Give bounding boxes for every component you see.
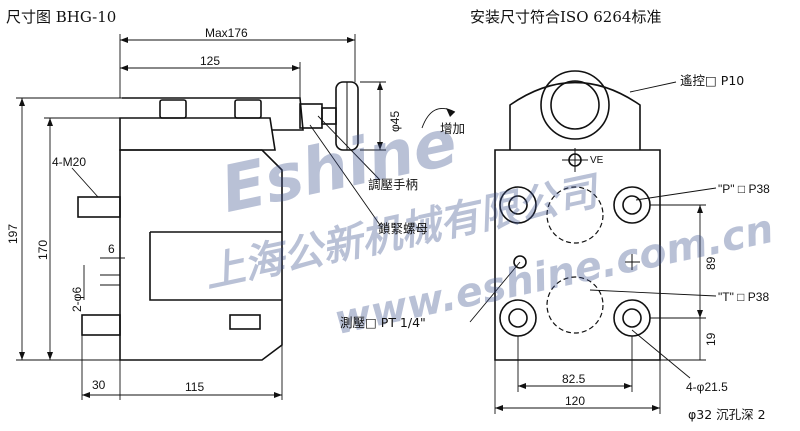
bolt-hole-tl — [499, 186, 537, 224]
label-lock-nut: 鎖緊螺母 — [378, 221, 429, 236]
bolt-hole-tr — [613, 186, 651, 224]
remote-port — [540, 70, 610, 140]
dim-width-82-5: 82.5 — [562, 372, 586, 386]
dim-max-length: Max176 — [205, 26, 248, 40]
dim-height-170: 170 — [36, 239, 50, 260]
dim-knob-dia: φ45 — [388, 110, 402, 132]
title-left: 尺寸图 BHG-10 — [6, 8, 117, 26]
dim-counterbore: φ32 沉孔深 2 — [688, 407, 766, 422]
label-ve: VE — [590, 155, 604, 166]
label-increase: 增加 — [440, 121, 466, 136]
dim-body-length: 125 — [200, 54, 221, 68]
label-handle: 調壓手柄 — [368, 177, 419, 192]
valve-bonnet — [119, 117, 276, 151]
dim-bottom-115: 115 — [185, 380, 205, 394]
mounting-bolt-bottom — [81, 314, 121, 336]
port-t — [546, 276, 604, 334]
dim-width-120: 120 — [565, 394, 586, 408]
port-p — [546, 186, 604, 244]
dim-pin-offset: 6 — [108, 242, 115, 256]
title-right: 安装尺寸符合ISO 6264标准 — [470, 8, 662, 26]
label-gauge: 測壓□ PT 1/4" — [340, 315, 426, 330]
label-port-p: "P" □ P38 — [718, 182, 770, 196]
dim-thread: 4-M20 — [52, 155, 87, 169]
dim-holes: 4-φ21.5 — [686, 380, 728, 394]
label-remote: 遙控□ P10 — [680, 73, 745, 88]
lock-nut — [299, 103, 323, 129]
dim-height-19: 19 — [704, 332, 718, 346]
dim-height-total: 197 — [6, 223, 20, 244]
dim-height-89: 89 — [704, 256, 718, 270]
bolt-hole-br — [613, 299, 651, 337]
mounting-bolt-top — [77, 196, 121, 218]
label-port-t: "T" □ P38 — [718, 290, 770, 304]
dim-bottom-30: 30 — [92, 378, 106, 392]
dim-pins: 2-φ6 — [70, 286, 84, 312]
gauge-port — [513, 255, 527, 269]
